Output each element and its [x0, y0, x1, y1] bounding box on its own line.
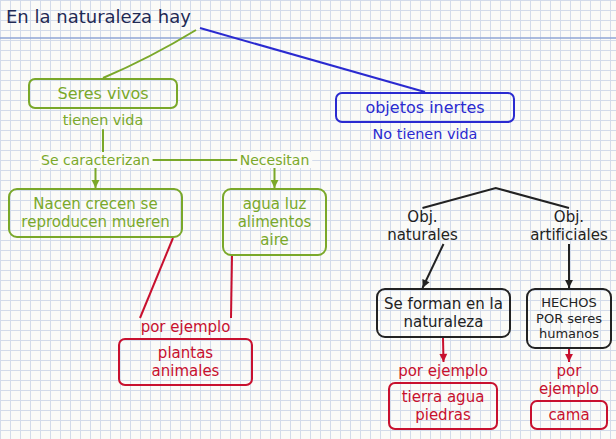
- arrow-head: [439, 354, 447, 362]
- connector-label: Se caracterizan: [38, 152, 153, 168]
- concept-text: No tienen vida: [335, 126, 515, 143]
- concept-text: por ejemplo: [118, 318, 253, 336]
- connector: [565, 244, 573, 288]
- concept-text: Obj. naturales: [375, 208, 470, 244]
- connector-line: [423, 244, 444, 288]
- connector-label: Necesitan: [237, 152, 313, 168]
- concept-text: por ejemplo: [388, 362, 498, 380]
- arrow-head: [92, 180, 100, 188]
- arrow-head: [422, 279, 429, 288]
- ruled-line: [0, 37, 616, 39]
- concept-box: por ejemplo tierra agua piedras: [388, 362, 498, 430]
- concept-box: objetos inertes No tienen vida: [335, 92, 515, 143]
- concept-box: Obj. naturales: [375, 208, 470, 244]
- concept-text: Se forman en la naturaleza: [384, 295, 503, 331]
- arrow-head: [271, 180, 279, 188]
- concept-box: por ejemplo plantas animales: [118, 318, 253, 386]
- connector: [140, 238, 173, 318]
- connector: [439, 338, 447, 362]
- concept-text: Nacen crecen se reproducen mueren: [16, 195, 175, 231]
- connector: [565, 349, 573, 362]
- concept-text: por ejemplo: [530, 362, 608, 398]
- connector: [231, 256, 232, 318]
- concept-text: Obj. artificiales: [526, 208, 612, 244]
- concept-box: HECHOS POR seres humanos: [526, 288, 612, 349]
- concept-box: Se forman en la naturaleza: [376, 288, 511, 338]
- concept-text: tierra agua piedras: [388, 382, 498, 430]
- arrow-head: [565, 354, 573, 362]
- concept-box: agua luz alimentos aire: [222, 188, 327, 256]
- connector: [422, 244, 443, 288]
- connector-line: [231, 256, 232, 318]
- concept-text: plantas animales: [118, 338, 253, 386]
- concept-box: por ejemplocama: [530, 362, 608, 430]
- concept-text: objetos inertes: [335, 92, 515, 123]
- concept-text: tienen vida: [28, 112, 178, 129]
- concept-box: Obj. artificiales: [526, 208, 612, 244]
- concept-text: agua luz alimentos aire: [230, 195, 319, 249]
- concept-box: Nacen crecen se reproducen mueren: [8, 188, 183, 238]
- concept-text: cama: [530, 400, 608, 430]
- map-title: En la naturaleza hay: [6, 6, 191, 27]
- concept-box: Seres vivos tienen vida: [28, 78, 178, 129]
- title-branch: [200, 28, 425, 92]
- connector-line: [423, 188, 570, 208]
- title-branch: [103, 30, 196, 78]
- connector-line: [140, 238, 173, 318]
- arrow-head: [565, 280, 573, 288]
- concept-text: Seres vivos: [28, 78, 178, 109]
- connector: [423, 188, 570, 208]
- concept-text: HECHOS POR seres humanos: [534, 295, 604, 342]
